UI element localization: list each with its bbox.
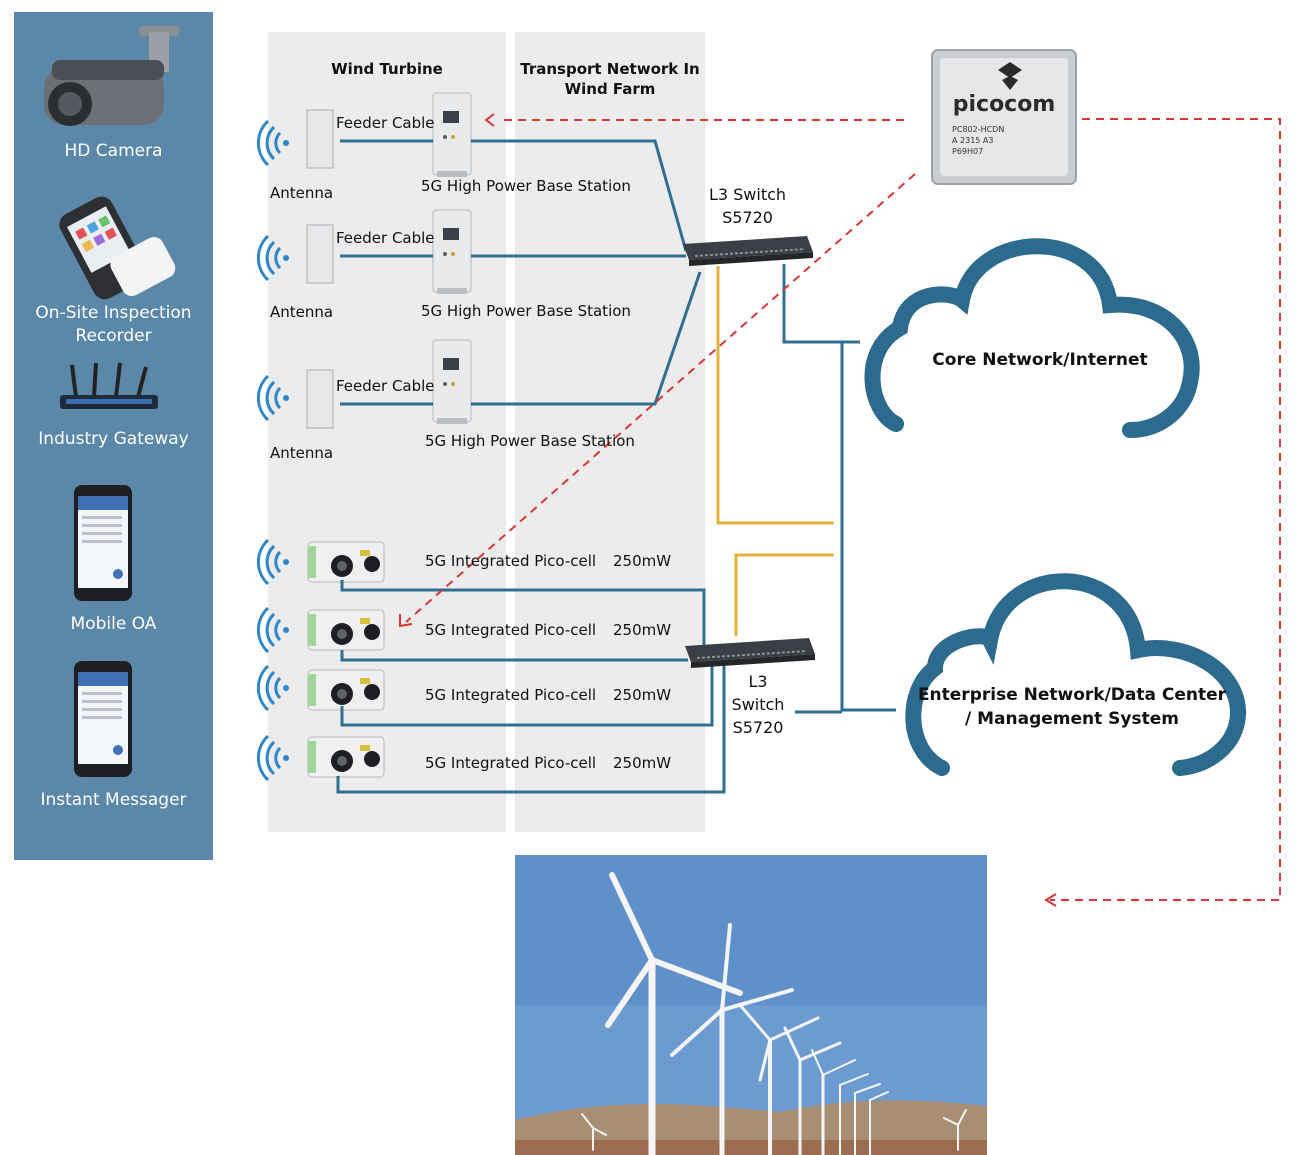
base-station-row-1 xyxy=(256,92,472,178)
inspection-recorder-label: On-Site Inspection Recorder xyxy=(35,303,192,346)
antenna-label-2: Antenna xyxy=(270,303,334,321)
link-switch-core xyxy=(782,264,860,344)
base-station-row-3 xyxy=(256,339,472,429)
feeder-cable-label-1: Feeder Cable xyxy=(336,114,435,132)
instant-messager-label: Instant Messager xyxy=(40,790,187,810)
wind-farm-photo xyxy=(515,855,987,1155)
antenna-icon xyxy=(306,109,334,169)
wind-turbine-heading: Wind Turbine xyxy=(331,60,443,78)
antenna-signal-icon xyxy=(256,374,291,422)
mobile-oa-label: Mobile OA xyxy=(70,614,157,634)
link-pico3 xyxy=(340,662,714,727)
core-network-cloud xyxy=(864,238,1200,438)
pico-cell-icon xyxy=(307,609,385,651)
chip-marking-2: A 2315 A3 xyxy=(952,136,994,145)
instant-messager-phone-icon xyxy=(74,661,132,777)
control-dashed-lines xyxy=(405,118,1281,901)
pico-cell-power-1: 250mW xyxy=(613,552,672,570)
link-pico4 xyxy=(336,664,726,794)
link-pico2 xyxy=(340,650,688,662)
antenna-label-1: Antenna xyxy=(270,184,334,202)
l3-switch-bottom-label: L3 Switch S5720 xyxy=(731,672,785,737)
base-station-icon xyxy=(432,209,472,295)
pico-cell-2 xyxy=(256,606,385,654)
arrowhead-pico-icon xyxy=(399,614,413,628)
inspection-recorder-icon xyxy=(59,196,176,300)
pico-cell-label-2: 5G Integrated Pico-cell xyxy=(425,621,597,639)
pico-cell-icon xyxy=(307,669,385,711)
picocom-logo-icon xyxy=(998,62,1022,78)
industry-gateway-icon xyxy=(60,362,158,409)
pico-cell-4 xyxy=(256,734,385,782)
chip-brand: picocom xyxy=(952,92,1056,117)
arrowhead-bs-icon xyxy=(484,113,495,127)
yellow-links xyxy=(716,266,834,636)
dashed-arrowheads xyxy=(399,113,1057,907)
antenna-icon xyxy=(306,224,334,284)
arrowhead-windfarm-icon xyxy=(1044,893,1057,907)
pico-cell-label-4: 5G Integrated Pico-cell xyxy=(425,754,597,772)
mobile-phone-icon xyxy=(74,485,132,601)
enterprise-network-cloud xyxy=(905,573,1246,776)
pico-cell-1 xyxy=(256,538,385,586)
pico-signal-icon xyxy=(256,538,291,586)
chip-marking-3: P69H07 xyxy=(952,147,984,156)
pico-cell-power-3: 250mW xyxy=(613,686,672,704)
link-bs1-switch xyxy=(471,139,688,252)
terminal-device-panel: HD Camera On-Site Inspection Recorder In… xyxy=(14,12,213,860)
feeder-cable-label-2: Feeder Cable xyxy=(336,229,435,247)
l3-switch-top-label: L3 Switch S5720 xyxy=(708,185,787,227)
core-network-label: Core Network/Internet xyxy=(932,350,1148,370)
enterprise-network-label: Enterprise Network/Data Center / Managem… xyxy=(917,685,1227,729)
link-trunk-enterprise xyxy=(840,342,896,712)
pico-cell-label-1: 5G Integrated Pico-cell xyxy=(425,552,597,570)
pico-signal-icon xyxy=(256,606,291,654)
pico-cell-icon xyxy=(307,541,385,583)
hd-camera-icon xyxy=(44,26,179,126)
pico-signal-icon xyxy=(256,734,291,782)
yellow-link-bottom xyxy=(734,553,834,636)
chip-marking-1: PC802-HCDN xyxy=(952,125,1005,134)
base-station-icon xyxy=(432,339,472,425)
dashed-chip-to-windfarm xyxy=(1050,118,1281,901)
pico-cell-icon xyxy=(307,736,385,778)
l3-switch-top-icon xyxy=(682,235,814,267)
picocom-chip xyxy=(931,49,1077,185)
base-station-row-2 xyxy=(256,209,472,295)
dashed-chip-to-pico xyxy=(405,173,916,623)
industry-gateway-label: Industry Gateway xyxy=(38,429,189,449)
base-station-label-2: 5G High Power Base Station xyxy=(421,302,631,320)
base-station-label-3: 5G High Power Base Station xyxy=(425,432,635,450)
link-pico1 xyxy=(340,580,706,645)
antenna-signal-icon xyxy=(256,234,291,282)
yellow-link-top xyxy=(716,266,834,525)
base-station-label-1: 5G High Power Base Station xyxy=(421,177,631,195)
base-station-icon xyxy=(432,92,472,178)
feeder-cable-label-3: Feeder Cable xyxy=(336,377,435,395)
pico-signal-icon xyxy=(256,664,291,712)
pico-cell-power-4: 250mW xyxy=(613,754,672,772)
antenna-signal-icon xyxy=(256,119,291,167)
link-bs3-switch xyxy=(471,271,702,406)
pico-cell-label-3: 5G Integrated Pico-cell xyxy=(425,686,597,704)
antenna-icon xyxy=(306,369,334,429)
antenna-label-3: Antenna xyxy=(270,444,334,462)
hd-camera-label: HD Camera xyxy=(64,141,163,161)
transport-network-column xyxy=(515,32,705,832)
pico-cell-3 xyxy=(256,664,385,712)
transport-network-heading: Transport Network In Wind Farm xyxy=(520,60,700,98)
blue-links xyxy=(336,139,896,794)
pico-cell-power-2: 250mW xyxy=(613,621,672,639)
